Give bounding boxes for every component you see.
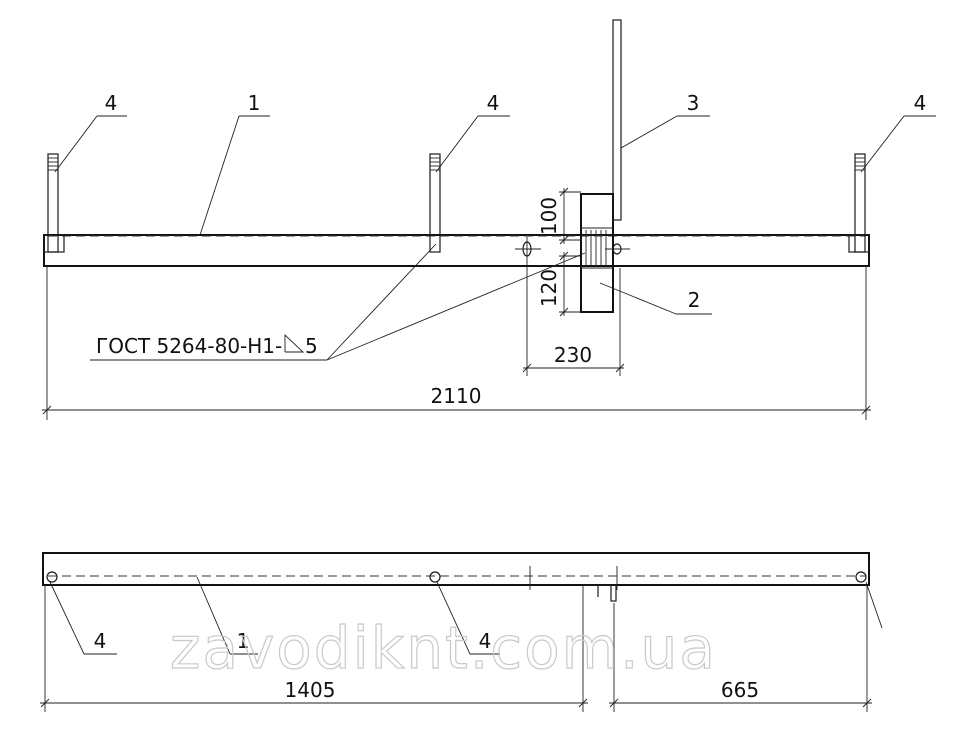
top-view: 100 120 230 2110 [42,19,936,420]
stud-end-middle [429,571,441,583]
dim-1405: 1405 [40,585,588,712]
fillet-weld-symbol [284,333,305,353]
dim-100: 100 [537,187,581,245]
svg-text:1: 1 [237,629,250,653]
watermark: zavodiknt.com.ua [170,614,717,682]
callout-4-bottom-left: 4 [49,581,117,655]
svg-text:4: 4 [487,91,500,115]
weld-note-text: ГОСТ 5264-80-Н1- [96,334,282,358]
dim-2110: 2110 [42,266,871,420]
beam-side-view [42,552,870,586]
dim-665-label: 665 [721,678,759,702]
callout-4-middle: 4 [435,91,510,173]
slot-hole-left [515,237,541,262]
stud-right [848,153,870,253]
bracket [529,566,618,602]
svg-text:2: 2 [688,288,701,312]
dim-1405-label: 1405 [285,678,336,702]
dim-665: 665 [609,585,872,712]
plate-part-2 [580,193,614,313]
weld-leg-size: 5 [305,334,318,358]
weld-note: ГОСТ 5264-80-Н1- 5 [90,243,586,361]
callout-2: 2 [599,282,712,315]
dim-2110-label: 2110 [431,384,482,408]
callout-4-bottom-middle: 4 [436,581,500,655]
strap-part-3 [612,19,622,221]
svg-text:4: 4 [94,629,107,653]
callout-1-bottom: 1 [196,576,258,655]
svg-text:4: 4 [105,91,118,115]
dim-100-label: 100 [537,197,561,235]
slot-hole-right [605,243,630,255]
stud-middle [429,153,441,253]
dim-120-label: 120 [537,269,561,307]
dim-120: 120 [537,251,581,317]
svg-text:1: 1 [248,91,261,115]
svg-text:4: 4 [479,629,492,653]
svg-text:3: 3 [687,91,700,115]
beam-top-view [43,234,870,267]
callout-4-left: 4 [54,91,127,173]
svg-text:4: 4 [914,91,927,115]
bottom-view: 1405 665 4 1 4 [40,552,883,712]
callout-4-right: 4 [860,91,936,173]
callout-3: 3 [620,91,710,149]
stud-end-right [855,571,867,583]
callout-1-top: 1 [199,91,270,236]
stud-left [43,153,65,253]
dim-230-label: 230 [554,343,592,367]
dim-230: 230 [522,262,625,376]
stud-end-left [46,571,58,583]
leader-bottom-right [865,581,883,629]
